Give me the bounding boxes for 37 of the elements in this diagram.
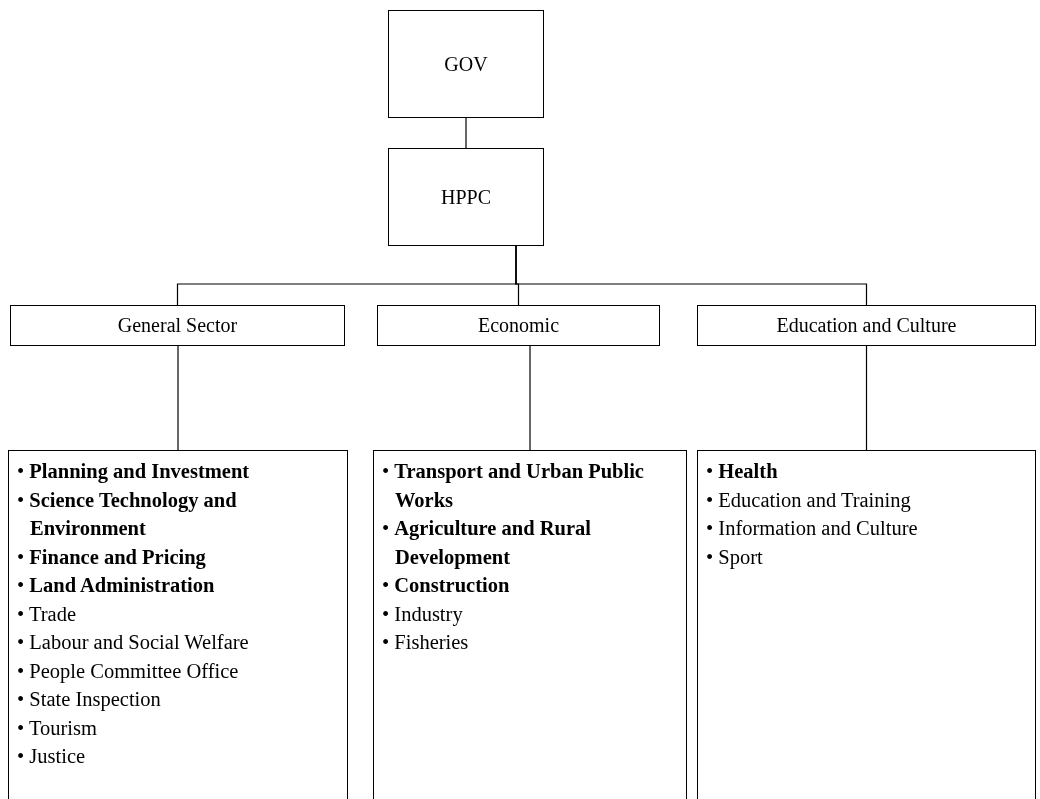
list-box	[373, 450, 687, 799]
connector-line	[177, 345, 179, 451]
list-item: • Sport	[706, 544, 764, 571]
connector-line	[529, 345, 531, 451]
list-item: • People Committee Office	[17, 658, 240, 685]
list-item: • State Inspection	[17, 687, 162, 713]
org-box	[377, 305, 660, 346]
list-box	[8, 450, 348, 799]
connector-line	[465, 117, 467, 149]
connector-line	[865, 345, 868, 451]
list-item: • Justice	[17, 744, 87, 769]
list-item: • Information and Culture	[706, 516, 919, 541]
box-label: Economic	[477, 314, 560, 337]
org-box	[388, 10, 544, 118]
list-item: • Finance and Pricing	[17, 544, 207, 571]
list-item: • Fisheries	[382, 630, 470, 655]
list-item: • Transport and Urban Public Works	[382, 459, 645, 513]
list-item: • Agriculture and Rural Development	[382, 516, 592, 571]
box-label: HPPC	[441, 185, 491, 209]
list-item: • Science Technology and Environment	[17, 487, 238, 541]
list-box	[697, 450, 1036, 799]
list-item: • Tourism	[17, 715, 98, 741]
org-box	[388, 148, 544, 246]
box-label: GOV	[444, 52, 488, 76]
list-item: • Labour and Social Welfare	[17, 630, 250, 655]
list-item: • Land Administration	[17, 573, 216, 598]
list-item: • Education and Training	[706, 487, 912, 514]
org-box	[10, 305, 345, 346]
org-box	[697, 305, 1036, 346]
list-item: • Planning and Investment	[17, 459, 251, 485]
box-label: Education and Culture	[776, 314, 957, 337]
list-item: • Trade	[17, 601, 77, 627]
list-item: • Construction	[382, 573, 511, 598]
box-label: General Sector	[117, 314, 238, 337]
connector-line	[515, 245, 868, 306]
list-item: • Industry	[382, 601, 464, 628]
list-item: • Health	[706, 459, 779, 484]
